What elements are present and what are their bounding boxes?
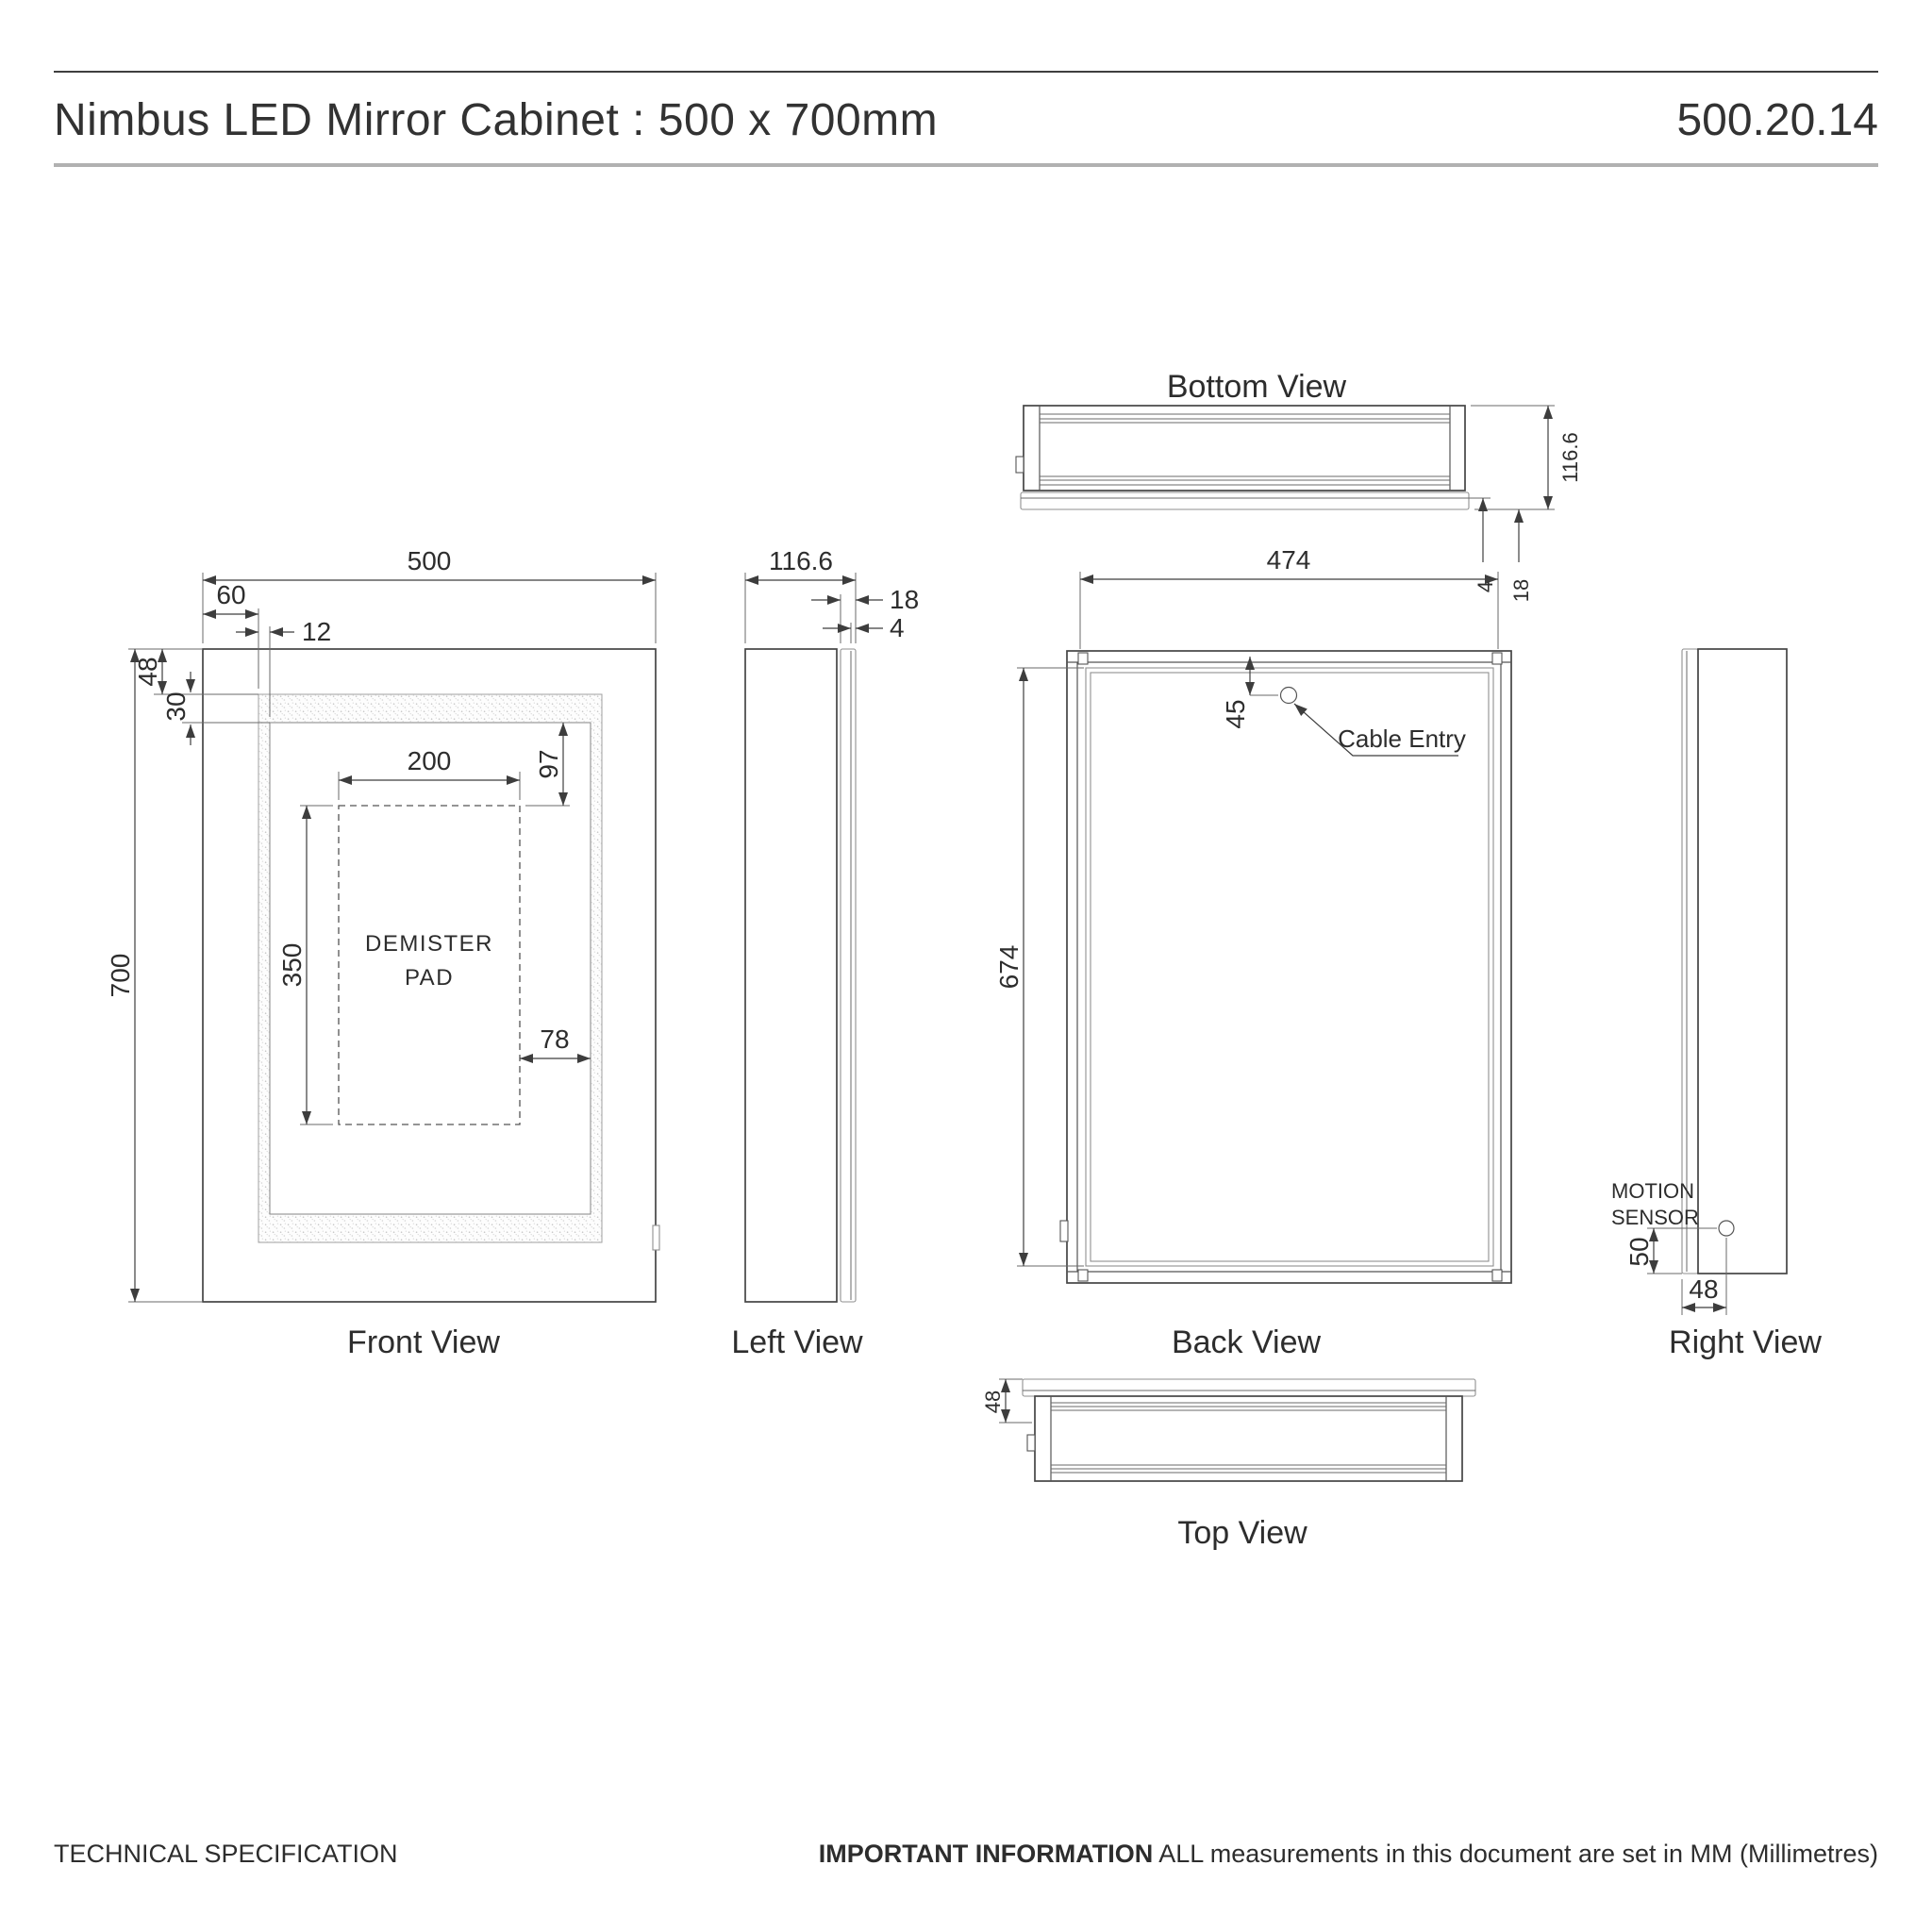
dim-cable: 45 <box>1221 699 1250 728</box>
dim-pad-width: 200 <box>408 746 452 775</box>
dim-sensor-up: 50 <box>1624 1237 1654 1266</box>
corner-bracket <box>1077 652 1089 665</box>
dim-sensor-in: 48 <box>1689 1274 1718 1304</box>
dim-depth: 116.6 <box>769 546 833 575</box>
right-body-outline <box>1697 648 1788 1274</box>
header-top-rule <box>54 71 1878 73</box>
front-door-handle <box>652 1224 660 1251</box>
footer-important-label: IMPORTANT INFORMATION <box>818 1840 1154 1868</box>
motion-sensor-label-line2: SENSOR <box>1611 1206 1699 1229</box>
bottom-view: Bottom View 116.6 4 18 <box>1015 369 1582 602</box>
cable-entry-leader <box>1293 703 1458 757</box>
corner-bracket <box>1077 1269 1089 1282</box>
dim-glass: 4 <box>890 613 905 642</box>
demister-pad-label-line2: PAD <box>405 965 454 991</box>
footer-important-text: ALL measurements in this document are se… <box>1153 1840 1878 1868</box>
dim-panel-height: 674 <box>994 945 1024 990</box>
demister-pad-outline <box>338 805 521 1125</box>
motion-sensor-hole <box>1718 1220 1735 1237</box>
back-panel-inner <box>1090 672 1490 1262</box>
front-view: DEMISTER PAD 500 60 12 48 <box>106 546 660 1360</box>
front-view-label: Front View <box>347 1324 500 1360</box>
motion-sensor-label-line1: MOTION <box>1611 1179 1694 1203</box>
right-view: MOTION SENSOR 50 48 Right View <box>1611 648 1822 1360</box>
dim-door: 18 <box>1509 579 1533 602</box>
right-view-label: Right View <box>1669 1324 1822 1360</box>
dim-panel-width: 474 <box>1267 545 1311 575</box>
back-view-label: Back View <box>1172 1324 1322 1360</box>
page-title: Nimbus LED Mirror Cabinet : 500 x 700mm <box>54 95 939 145</box>
left-body-outline <box>744 648 838 1303</box>
dim-band: 30 <box>161 691 191 721</box>
header-bottom-rule <box>54 163 1878 167</box>
document-number: 500.20.14 <box>1676 95 1878 145</box>
top-view: 48 Top View <box>981 1378 1476 1551</box>
footer-left: TECHNICAL SPECIFICATION <box>54 1840 398 1868</box>
demister-pad-label-line1: DEMISTER <box>365 931 493 957</box>
bottom-view-label: Bottom View <box>1167 369 1347 405</box>
footer-right: IMPORTANT INFORMATION ALL measurements i… <box>819 1840 1878 1869</box>
dim-height: 700 <box>106 954 135 998</box>
left-door-strip <box>840 648 857 1303</box>
bottom-door-strip <box>1020 491 1470 510</box>
dim-pad-top: 97 <box>534 749 563 778</box>
left-view: 116.6 18 4 Left View <box>731 546 919 1360</box>
dim-glass: 4 <box>1474 581 1497 592</box>
back-latch <box>1059 1220 1069 1242</box>
top-door-strip <box>1022 1378 1476 1397</box>
dim-pad-side: 78 <box>540 1024 569 1054</box>
bottom-side-tab <box>1015 456 1024 474</box>
dim-pad-height: 350 <box>277 943 307 988</box>
front-mirror-area <box>269 722 591 1215</box>
corner-bracket <box>1491 1269 1503 1282</box>
corner-bracket <box>1491 652 1503 665</box>
cable-entry-hole <box>1279 686 1298 705</box>
dim-led-inset: 60 <box>216 580 245 609</box>
left-view-label: Left View <box>731 1324 863 1360</box>
cable-entry-label: Cable Entry <box>1338 724 1466 753</box>
dim-width: 500 <box>408 546 452 575</box>
back-view: 474 674 45 Cable Entry Back View <box>994 545 1512 1360</box>
dim-frame: 12 <box>302 617 331 646</box>
top-side-tab <box>1026 1434 1036 1452</box>
dim-depth: 116.6 <box>1558 432 1582 482</box>
dim-door: 18 <box>890 585 919 614</box>
dim-front-depth: 48 <box>981 1391 1005 1413</box>
top-view-label: Top View <box>1177 1515 1307 1551</box>
dim-top-inset: 48 <box>133 657 162 686</box>
